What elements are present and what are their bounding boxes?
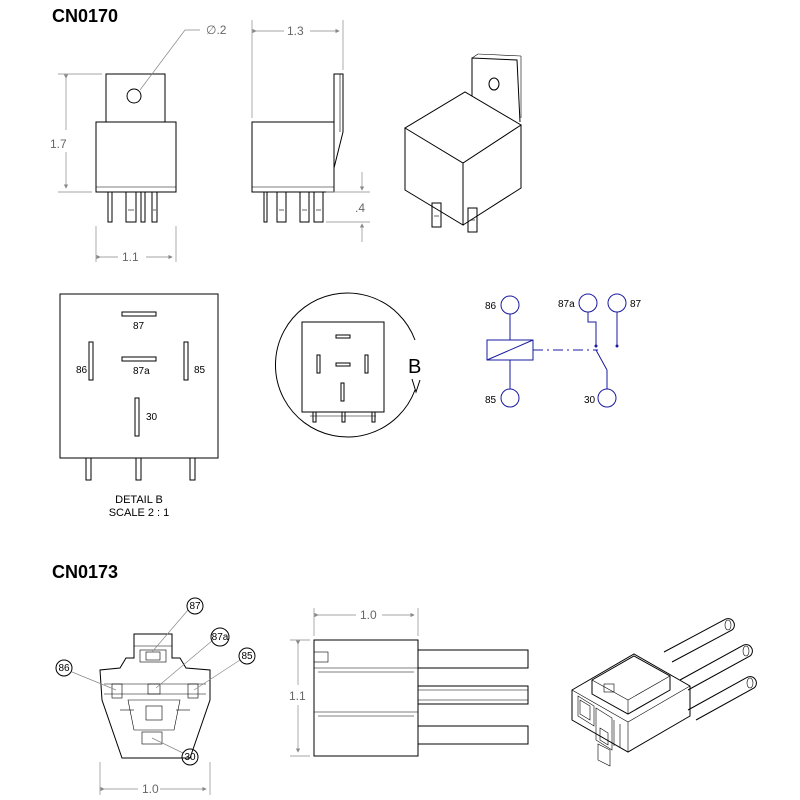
pin-label-87a: 87a xyxy=(133,366,150,377)
callout-87a xyxy=(210,627,230,647)
terminal-86 xyxy=(500,295,520,315)
terminal-87a xyxy=(578,293,598,313)
schematic-label-30: 30 xyxy=(584,395,596,406)
wire-bottom xyxy=(417,725,529,745)
terminal-87 xyxy=(607,293,627,313)
terminal-85 xyxy=(500,388,520,408)
dimension-cn0173-width-front: 1.0 xyxy=(142,782,159,796)
socket-side-view xyxy=(313,639,529,757)
callout-label-86: 86 xyxy=(58,663,70,674)
dimension-height: 1.7 xyxy=(50,137,67,151)
callout-86 xyxy=(55,659,73,677)
pin-87a-slot xyxy=(121,356,157,362)
terminal-30 xyxy=(597,388,617,408)
dimension-cn0173-height: 1.1 xyxy=(289,689,306,703)
relay-front-view xyxy=(95,73,177,223)
callout-85 xyxy=(238,647,256,665)
section-title-cn0170: CN0170 xyxy=(52,6,118,26)
socket-pin-callouts: 87 87a 86 85 30 xyxy=(55,597,256,766)
pin-85-slot xyxy=(183,341,189,381)
pin-label-86: 86 xyxy=(76,365,88,376)
relay-schematic: 86 85 87a 87 30 xyxy=(485,293,642,408)
pin-30-slot xyxy=(134,397,140,437)
callout-label-87: 87 xyxy=(189,601,201,612)
pin-87-slot xyxy=(121,311,157,317)
dimension-width-top: 1.3 xyxy=(287,24,304,38)
detail-scale: SCALE 2 : 1 xyxy=(109,507,170,519)
dimension-hole-diameter: ∅.2 xyxy=(206,23,227,37)
section-title-cn0173: CN0173 xyxy=(52,562,118,582)
callout-label-85: 85 xyxy=(241,651,253,662)
wire-top xyxy=(417,649,529,669)
wire-middle xyxy=(417,685,529,705)
socket-front-view xyxy=(99,633,211,759)
switch-arm xyxy=(595,349,608,371)
pin-label-87: 87 xyxy=(133,321,145,332)
relay-isometric-view xyxy=(404,53,522,233)
schematic-label-85: 85 xyxy=(485,395,497,406)
callout-label-87a: 87a xyxy=(212,632,229,643)
dimension-pin-length: .4 xyxy=(355,201,365,215)
relay-side-view xyxy=(251,73,344,223)
mounting-hole xyxy=(126,88,142,104)
detail-label: DETAIL B xyxy=(115,494,163,506)
callout-30 xyxy=(181,748,199,766)
dimension-cn0173-width-side: 1.0 xyxy=(360,608,377,622)
schematic-label-86: 86 xyxy=(485,301,497,312)
callout-87 xyxy=(186,597,204,615)
schematic-label-87a: 87a xyxy=(558,299,575,310)
schematic-label-87: 87 xyxy=(630,299,642,310)
relay-bottom-view: 87 86 87a 85 30 xyxy=(59,293,219,481)
pin-86-slot xyxy=(88,341,94,381)
dimension-width-front: 1.1 xyxy=(122,250,139,264)
callout-label-30: 30 xyxy=(184,752,196,763)
pin-label-30: 30 xyxy=(146,412,158,423)
socket-isometric-view xyxy=(571,618,757,767)
detail-callout-letter: B xyxy=(408,356,421,378)
pin-label-85: 85 xyxy=(194,365,206,376)
detail-b-circle-view: B xyxy=(275,292,421,438)
